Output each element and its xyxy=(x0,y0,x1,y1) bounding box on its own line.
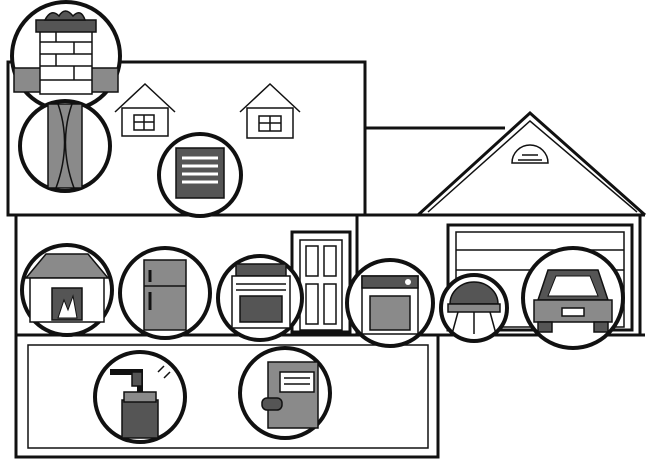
dormer-right xyxy=(239,82,301,139)
attic-vent-icon xyxy=(157,132,243,218)
chimney-flue-icon xyxy=(18,99,112,193)
water-heater-icon xyxy=(93,350,187,444)
dryer-icon xyxy=(345,258,435,348)
furnace-icon xyxy=(238,346,332,440)
car-icon xyxy=(521,246,625,350)
stove-icon xyxy=(216,254,304,342)
dormer-left xyxy=(114,82,176,137)
garage-vent xyxy=(511,144,549,164)
grill-icon xyxy=(439,273,509,343)
chimney-icon xyxy=(10,0,122,112)
fireplace-icon xyxy=(20,243,114,337)
refrigerator-icon xyxy=(118,246,212,340)
